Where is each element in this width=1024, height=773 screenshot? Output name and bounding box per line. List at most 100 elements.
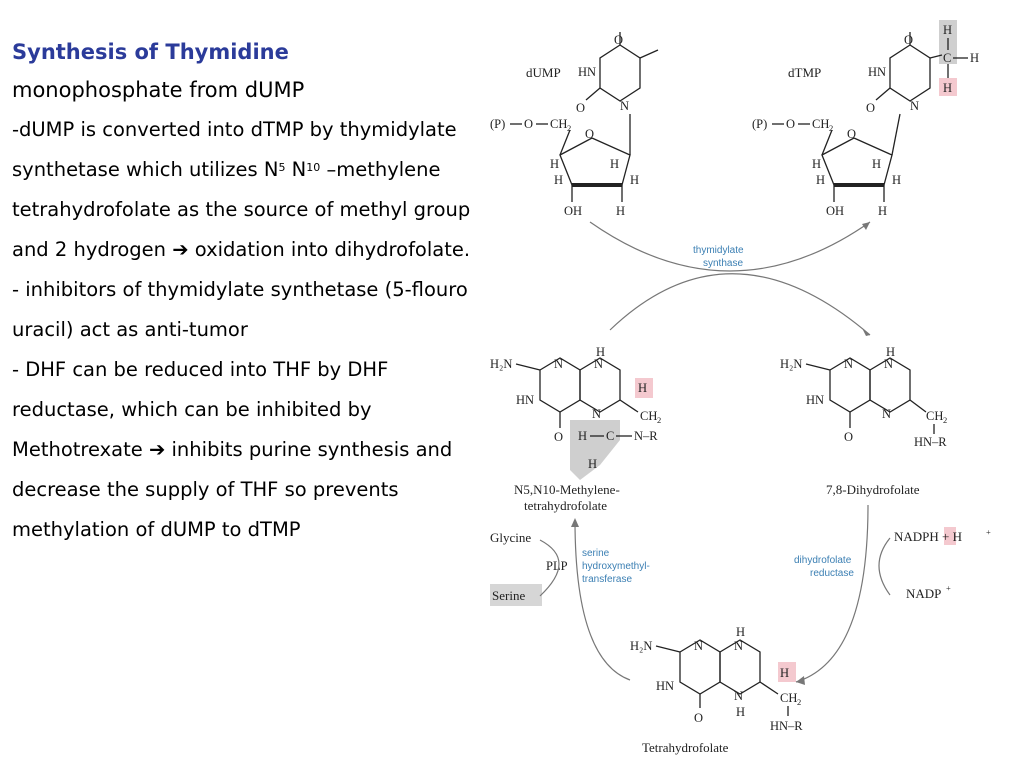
dhfr-label-1: dihydrofolate	[794, 555, 852, 566]
svg-text:H: H	[638, 381, 647, 395]
svg-text:H: H	[943, 23, 952, 37]
svg-text:N: N	[694, 639, 703, 653]
svg-text:2: 2	[567, 123, 571, 133]
svg-text:N: N	[734, 639, 743, 653]
dhf-to-thf-arrow	[795, 504, 869, 683]
glycine-label: Glycine	[490, 530, 531, 545]
svg-text:CH: CH	[640, 409, 657, 423]
svg-text:N: N	[844, 357, 853, 371]
thymidylate-synthesis-diagram: dUMP O HN O N (P) O CH 2 O H H H H OH H …	[480, 0, 1024, 768]
svg-text:H: H	[780, 666, 789, 680]
svg-text:H: H	[588, 457, 597, 471]
serine-highlight	[490, 584, 542, 606]
shmt-label-3: transferase	[582, 574, 632, 585]
svg-text:O: O	[844, 430, 853, 444]
svg-text:2: 2	[797, 697, 801, 707]
shmt-label-2: hydroxymethyl-	[582, 561, 650, 572]
nadph-label: NADPH + H	[894, 529, 962, 544]
svg-text:(P): (P)	[752, 117, 767, 131]
svg-text:O: O	[576, 101, 585, 115]
svg-text:N: N	[884, 357, 893, 371]
svg-text:HN–R: HN–R	[914, 435, 947, 449]
methylene-thf-label-1: N5,N10-Methylene-	[514, 482, 620, 497]
svg-text:N: N	[592, 407, 601, 421]
svg-text:H: H	[812, 157, 821, 171]
svg-text:O: O	[866, 101, 875, 115]
pathway-svg: dUMP O HN O N (P) O CH 2 O H H H H OH H …	[490, 20, 991, 755]
svg-text:+: +	[946, 583, 951, 593]
svg-text:O: O	[904, 33, 913, 47]
svg-text:H: H	[886, 345, 895, 359]
svg-text:+: +	[986, 527, 991, 537]
svg-text:C: C	[606, 429, 614, 443]
svg-text:H: H	[736, 705, 745, 719]
svg-text:N: N	[910, 99, 919, 113]
thymidylate-synthase-label-1: thymidylate	[693, 245, 744, 256]
slide-subtitle: monophosphate from dUMP	[12, 78, 305, 102]
svg-text:N: N	[620, 99, 629, 113]
dump-structure: O HN O N (P) O CH 2 O H H H H OH H	[490, 32, 659, 218]
svg-text:O: O	[524, 117, 533, 131]
svg-text:CH: CH	[780, 691, 797, 705]
svg-text:O: O	[786, 117, 795, 131]
serine-glycine-arrow	[539, 539, 560, 597]
svg-text:N: N	[882, 407, 891, 421]
svg-text:CH: CH	[550, 117, 567, 131]
svg-text:H: H	[878, 204, 887, 218]
svg-text:HN: HN	[578, 65, 596, 79]
dihydrofolate-structure: H₂N HN N H N N O CH 2 HN–R	[780, 345, 947, 449]
svg-text:C: C	[943, 51, 951, 65]
dtmp-structure: O HN O N H C H H (P) O CH 2 O H H H H OH…	[752, 23, 979, 218]
svg-text:H: H	[872, 157, 881, 171]
svg-text:O: O	[614, 33, 623, 47]
svg-text:N: N	[734, 689, 743, 703]
svg-text:O: O	[847, 127, 856, 141]
svg-text:N: N	[554, 357, 563, 371]
svg-text:H: H	[736, 625, 745, 639]
svg-text:OH: OH	[564, 204, 582, 218]
plp-label: PLP	[546, 559, 568, 573]
serine-label: Serine	[492, 588, 525, 603]
svg-text:H: H	[554, 173, 563, 187]
svg-text:H: H	[616, 204, 625, 218]
svg-text:2: 2	[657, 415, 661, 425]
methylene-thf-structure: H₂N HN N H N N O H CH 2 H C N–R H	[490, 345, 661, 471]
svg-text:H: H	[816, 173, 825, 187]
svg-text:H₂N: H₂N	[490, 357, 512, 371]
svg-text:2: 2	[829, 123, 833, 133]
svg-text:N: N	[594, 357, 603, 371]
dhf-label: 7,8-Dihydrofolate	[826, 482, 920, 497]
folate-oxidation-arrow	[609, 273, 871, 336]
svg-text:H₂N: H₂N	[780, 357, 802, 371]
shmt-label-1: serine	[582, 548, 610, 559]
svg-text:CH: CH	[812, 117, 829, 131]
svg-text:(P): (P)	[490, 117, 505, 131]
svg-text:H: H	[596, 345, 605, 359]
svg-text:O: O	[585, 127, 594, 141]
svg-text:O: O	[694, 711, 703, 725]
svg-text:N–R: N–R	[634, 429, 658, 443]
paragraph-dump-conversion: -dUMP is converted into dTMP by thymidyl…	[12, 118, 471, 261]
svg-text:H₂N: H₂N	[630, 639, 652, 653]
svg-text:H: H	[970, 51, 979, 65]
svg-text:H: H	[630, 173, 639, 187]
thf-h-highlight	[778, 662, 796, 682]
thf-to-methylene-arrow	[574, 519, 631, 681]
methylene-h-highlight	[635, 378, 653, 398]
dtmp-label: dTMP	[788, 65, 821, 80]
nadph-h-highlight	[944, 527, 956, 545]
svg-text:H: H	[610, 157, 619, 171]
svg-text:OH: OH	[826, 204, 844, 218]
slide-title: Synthesis of Thymidine	[12, 40, 289, 64]
paragraph-inhibitors: - inhibitors of thymidylate synthetase (…	[12, 278, 468, 341]
svg-text:H: H	[550, 157, 559, 171]
svg-text:H: H	[892, 173, 901, 187]
tetrahydrofolate-structure: H₂N HN N H N N H O H CH 2 HN–R	[630, 625, 803, 733]
thf-label: Tetrahydrofolate	[642, 740, 729, 755]
svg-text:HN: HN	[516, 393, 534, 407]
methyl-h-highlight	[939, 78, 957, 96]
thymidylate-synthase-label-2: synthase	[703, 258, 743, 269]
svg-text:O: O	[554, 430, 563, 444]
svg-text:HN: HN	[806, 393, 824, 407]
svg-text:H: H	[943, 81, 952, 95]
